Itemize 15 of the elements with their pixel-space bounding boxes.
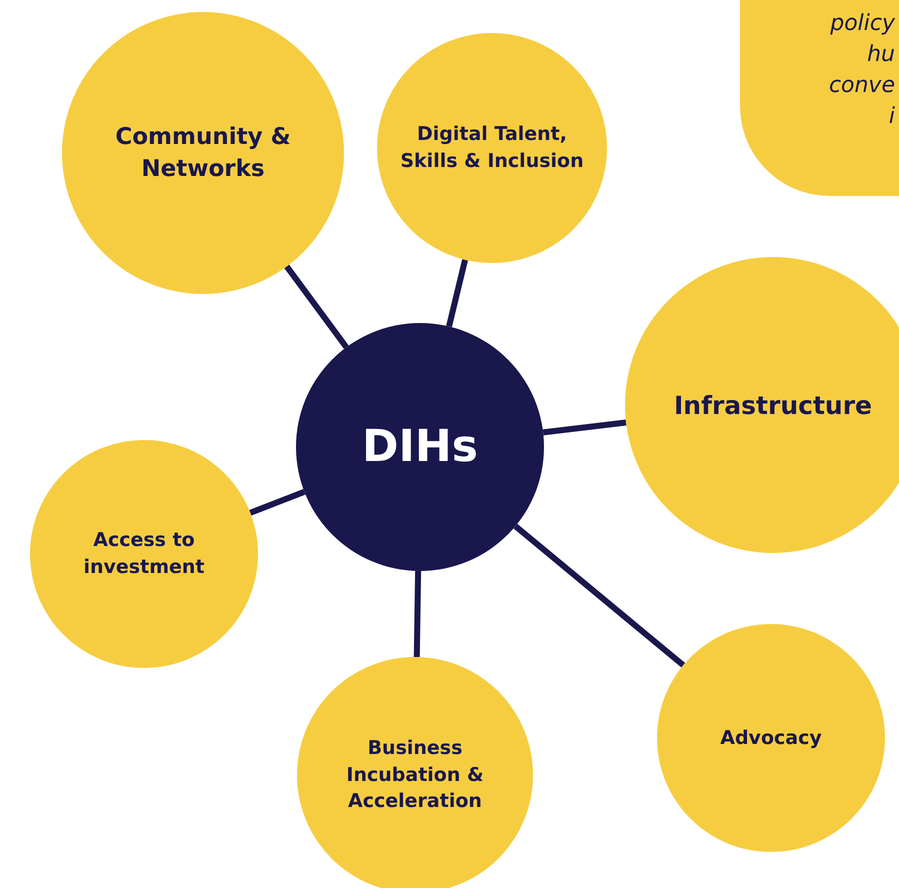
connector-line [414, 570, 422, 658]
circle-label: Community & Networks [114, 122, 292, 184]
connector-line [542, 420, 626, 436]
circle-label: Infrastructure [674, 390, 872, 422]
circle-label: Access to investment [82, 528, 206, 580]
connector-line [514, 524, 686, 668]
circle-label: Digital Talent, Skills & Inclusion [399, 122, 585, 174]
rounded-panel [740, 0, 899, 196]
circle-label: Business Incubation & Acceleration [345, 736, 485, 814]
hub-label: DIHs [362, 420, 478, 474]
circle-label: Advocacy [720, 726, 822, 751]
circle-label: policy hu conve i [828, 10, 896, 131]
connector-line [284, 264, 349, 350]
connector-line [446, 259, 468, 328]
connector-line [249, 489, 306, 516]
